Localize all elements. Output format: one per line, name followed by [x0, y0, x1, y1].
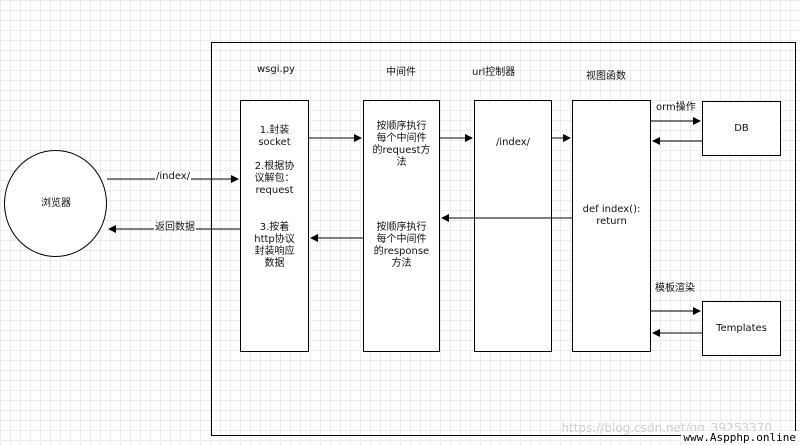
server-frame [211, 42, 796, 436]
wsgi-step3: 3.按着 http协议 封装响应 数据 [254, 222, 295, 269]
wsgi-step2: 2.根据协 议解包： request [254, 161, 295, 196]
edge-label-orm: orm操作 [656, 102, 696, 113]
middleware-request-text: 按顺序执行 每个中间件 的request方 法 [372, 121, 431, 168]
middleware-box: 按顺序执行 每个中间件 的request方 法 按顺序执行 每个中间件 的res… [363, 100, 440, 352]
view-function-label: def index(): return [582, 204, 641, 227]
browser-label: 浏览器 [41, 198, 71, 209]
wsgi-step1: 1.封装 socket [258, 125, 291, 148]
db-box: DB [702, 101, 781, 156]
header-url-controller: url控制器 [472, 67, 516, 78]
header-view-function: 视图函数 [586, 71, 626, 82]
url-controller-label: /index/ [495, 137, 531, 148]
view-function-box: def index(): return [572, 100, 651, 352]
middleware-response-text: 按顺序执行 每个中间件 的response 方法 [373, 222, 430, 269]
db-label: DB [734, 123, 749, 134]
templates-label: Templates [716, 323, 767, 334]
url-controller-box: /index/ [474, 100, 552, 352]
edge-label-request-path: /index/ [155, 171, 192, 183]
site-tag: www.Aspphp.online [681, 431, 798, 444]
templates-box: Templates [702, 301, 781, 356]
edge-label-template-render: 模板渲染 [655, 283, 695, 294]
wsgi-box: 1.封装 socket 2.根据协 议解包： request 3.按着 http… [240, 100, 309, 352]
header-middleware: 中间件 [386, 67, 416, 78]
edge-label-return-data: 返回数据 [154, 222, 196, 234]
header-wsgi: wsgi.py [257, 64, 295, 75]
browser-node: 浏览器 [4, 150, 107, 257]
